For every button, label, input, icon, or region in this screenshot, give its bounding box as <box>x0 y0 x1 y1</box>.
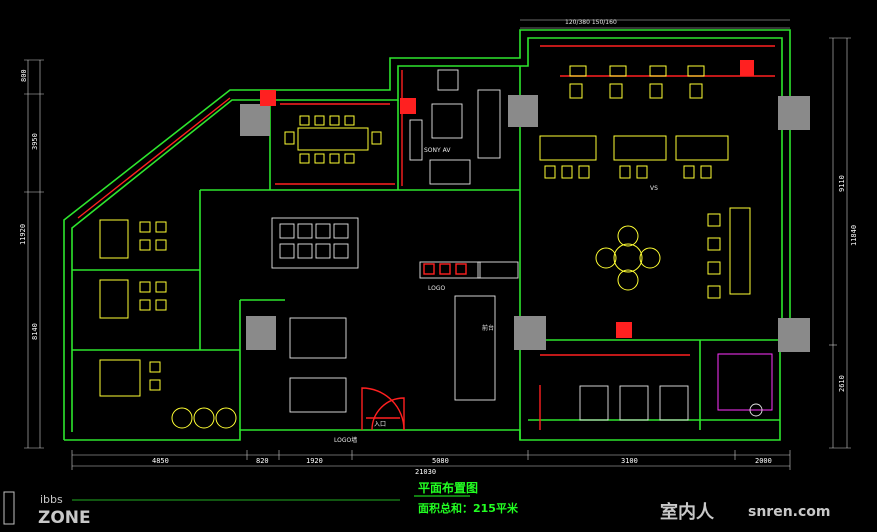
av-room <box>409 69 501 185</box>
dim-left-top: 800 <box>20 69 28 82</box>
column <box>514 316 546 350</box>
dim-bottom-2: 820 <box>256 457 269 465</box>
dim-left-3: 8140 <box>31 323 39 340</box>
logo-label-top: LOGO <box>428 285 446 292</box>
watermark-right: 室内人 snren.com <box>660 501 831 523</box>
entrance-doors <box>361 387 405 431</box>
meeting-table <box>284 115 382 164</box>
dim-bottom-5: 3100 <box>621 457 638 465</box>
vs-label: VS <box>650 185 658 192</box>
dim-left-2: 11920 <box>19 224 27 245</box>
dim-bottom-3: 1920 <box>306 457 323 465</box>
column <box>778 96 810 130</box>
dim-right-3: 2610 <box>838 375 846 392</box>
dim-right-1: 9110 <box>838 175 846 192</box>
outer-walls <box>63 29 791 441</box>
dimension-lines <box>24 19 851 470</box>
av-room-label: SONY AV <box>424 147 451 154</box>
reception-label: 前台 <box>482 324 494 332</box>
dim-bottom-6: 2000 <box>755 457 772 465</box>
display-counters <box>539 65 751 299</box>
lounge-center <box>271 217 359 413</box>
top-note: 120/380 150/160 <box>565 19 617 26</box>
dim-left-1: 3950 <box>31 133 39 150</box>
column <box>778 318 810 352</box>
round-table <box>595 225 661 291</box>
dim-bottom-total: 21030 <box>415 468 436 476</box>
watermark-right-url: snren.com <box>748 504 831 520</box>
area-note: 面积总和：215平米 <box>418 501 519 515</box>
structural-columns <box>240 95 810 352</box>
dim-bottom-1: 4850 <box>152 457 169 465</box>
column <box>240 104 270 136</box>
office-desks <box>99 219 237 429</box>
drawing-title: 平面布置图 <box>418 480 478 495</box>
column <box>508 95 538 127</box>
logo-label-bottom: LOGO墙 <box>334 436 357 444</box>
reception-counter <box>419 261 519 401</box>
column <box>246 316 276 350</box>
dim-bottom-4: 5080 <box>432 457 449 465</box>
watermark-left-top: ibbs <box>40 493 63 506</box>
red-markers <box>260 60 754 338</box>
watermark-left-bottom: ZONE <box>38 508 91 528</box>
dim-right-2: 11840 <box>850 225 858 246</box>
entrance-label: 入口 <box>374 421 386 428</box>
lower-right-rooms <box>579 353 773 421</box>
red-accent-walls <box>77 45 775 430</box>
watermark-right-cn: 室内人 <box>660 501 715 523</box>
watermark-left: ibbs ZONE <box>3 491 91 528</box>
